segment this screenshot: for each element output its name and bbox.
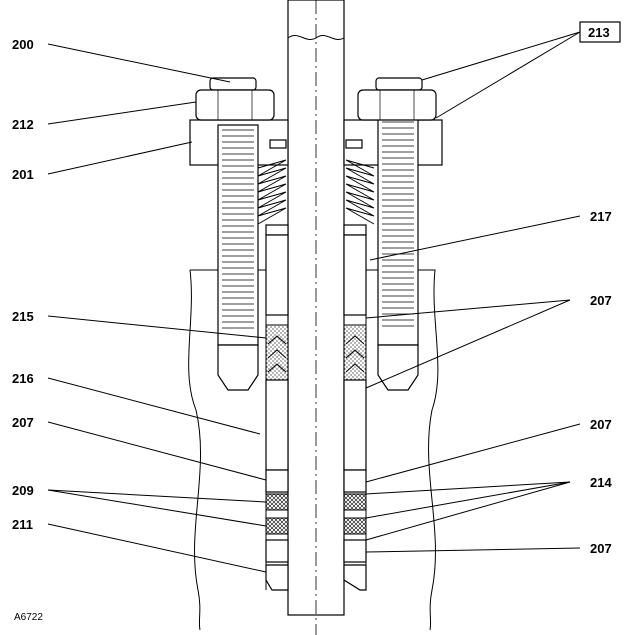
packing-box-left (265, 234, 289, 591)
packing-box-right (343, 234, 367, 591)
callout-200: 200 (12, 37, 34, 52)
callout-207-right-mid: 207 (590, 417, 612, 432)
callout-207-right-bottom: 207 (590, 541, 612, 556)
leader-lines (47, 31, 581, 573)
packing-stud-right (377, 109, 419, 391)
hex-nut-left (195, 77, 275, 121)
callout-213-box (579, 21, 621, 43)
callout-217: 217 (590, 209, 612, 224)
callout-211: 211 (12, 517, 33, 532)
callout-207-right-top: 207 (590, 293, 612, 308)
callout-215: 215 (12, 309, 34, 324)
callout-212: 212 (12, 117, 34, 132)
belleville-springs-left (257, 139, 289, 236)
callout-207-left: 207 (12, 415, 34, 430)
bonnet-body-outline (188, 269, 439, 631)
figure-id: A6722 (14, 612, 43, 623)
callout-216: 216 (12, 371, 34, 386)
valve-stem (287, 0, 345, 635)
callout-213: 213 (588, 25, 610, 40)
hex-nut-right (357, 77, 437, 121)
callout-209: 209 (12, 483, 34, 498)
packing-stud-left (217, 124, 259, 391)
callout-201: 201 (12, 167, 34, 182)
callout-214: 214 (590, 475, 612, 490)
